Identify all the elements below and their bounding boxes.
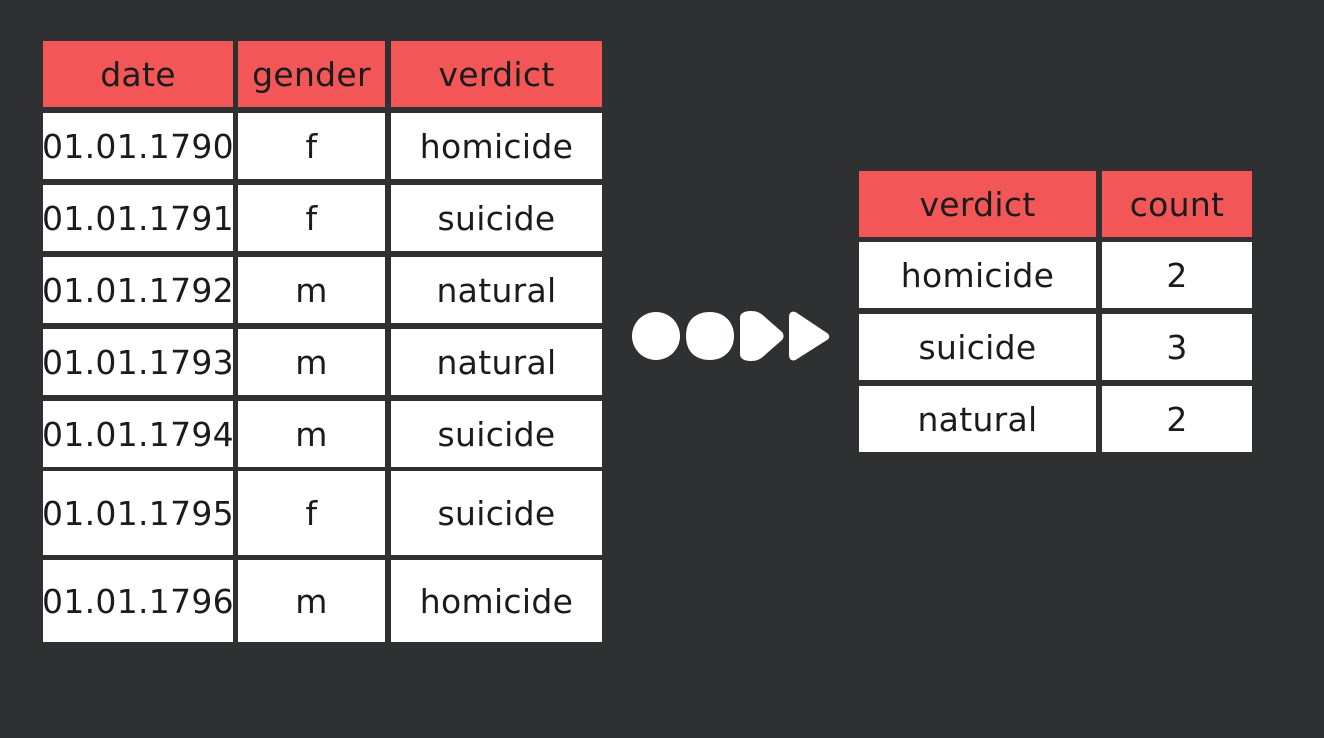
- cell-verdict: suicide: [391, 401, 602, 467]
- cell-gender: f: [238, 185, 385, 251]
- arrow-step-triangle: [789, 311, 830, 361]
- cell-verdict: suicide: [391, 185, 602, 251]
- cell-count: 2: [1102, 242, 1252, 308]
- transform-arrow-icon: [632, 311, 830, 361]
- cell-date: 01.01.1792: [42, 257, 234, 323]
- cell-gender: f: [238, 471, 385, 555]
- cell-count: 3: [1102, 314, 1252, 380]
- cell-verdict: suicide: [391, 471, 602, 555]
- arrow-step-circle: [632, 312, 680, 360]
- cell-date: 01.01.1793: [42, 329, 234, 395]
- cell-verdict: homicide: [859, 242, 1096, 308]
- arrow-step-rounded: [686, 312, 734, 360]
- header-count: count: [1102, 171, 1252, 237]
- arrow-step-semi: [740, 311, 784, 361]
- cell-verdict: natural: [859, 386, 1096, 452]
- cell-date: 01.01.1794: [42, 401, 234, 467]
- cell-date: 01.01.1795: [42, 471, 234, 555]
- cell-date: 01.01.1790: [42, 113, 234, 179]
- cell-verdict: homicide: [391, 113, 602, 179]
- cell-date: 01.01.1791: [42, 185, 234, 251]
- header-verdict: verdict: [391, 41, 602, 107]
- cell-date: 01.01.1796: [42, 560, 234, 642]
- header-verdict: verdict: [859, 171, 1096, 237]
- cell-count: 2: [1102, 386, 1252, 452]
- cell-verdict: homicide: [391, 560, 602, 642]
- cell-verdict: natural: [391, 257, 602, 323]
- cell-gender: f: [238, 113, 385, 179]
- cell-gender: m: [238, 329, 385, 395]
- cell-gender: m: [238, 257, 385, 323]
- cell-verdict: natural: [391, 329, 602, 395]
- header-date: date: [43, 41, 233, 107]
- cell-gender: m: [238, 401, 385, 467]
- header-gender: gender: [238, 41, 385, 107]
- cell-gender: m: [238, 560, 385, 642]
- cell-verdict: suicide: [859, 314, 1096, 380]
